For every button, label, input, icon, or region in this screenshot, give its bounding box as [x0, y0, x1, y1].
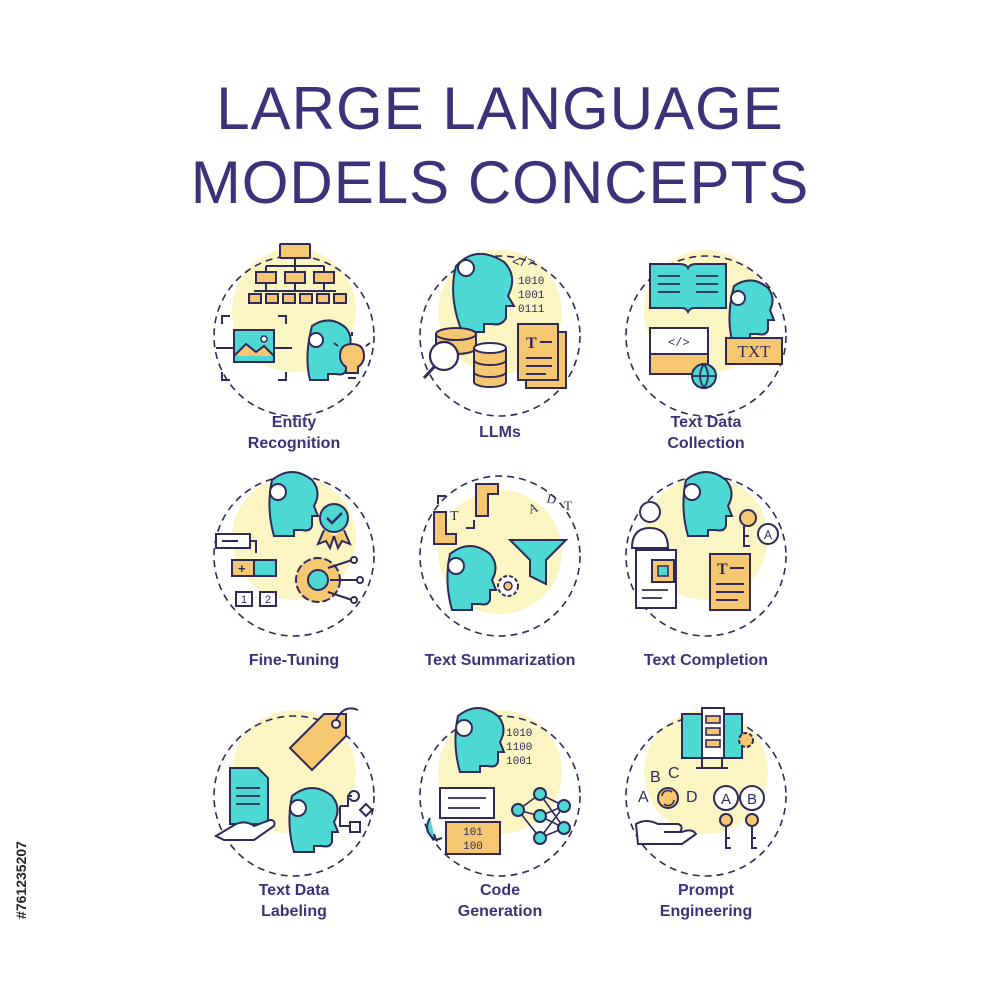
svg-text:T: T [450, 509, 459, 524]
svg-text:1001: 1001 [506, 756, 533, 768]
label-text-data-labeling: Text Data Labeling [258, 882, 330, 920]
svg-text:D: D [686, 789, 698, 806]
svg-text:B: B [650, 769, 661, 786]
fine-tuning-icon: + 1 2 [194, 456, 394, 656]
svg-text:101: 101 [463, 827, 483, 839]
svg-text:2: 2 [265, 594, 271, 606]
svg-text:1001: 1001 [518, 290, 545, 302]
svg-text:A: A [764, 528, 772, 542]
llms-icon: </> 1010 1001 0111 T [400, 236, 600, 436]
label-entity-recognition: Entity Recognition [247, 414, 341, 452]
title-line-1: LARGE LANGUAGE [216, 75, 784, 142]
svg-text:100: 100 [463, 841, 483, 853]
svg-text:0111: 0111 [518, 304, 545, 316]
prompt-engineering-icon: B C A D A B [606, 696, 806, 896]
text-completion-icon: A T [606, 456, 806, 656]
image-id-text: #761235207 [13, 841, 29, 919]
code-generation-icon: 1010 1100 1001 101 100 [400, 696, 600, 896]
svg-text:1: 1 [241, 594, 247, 606]
svg-text:+: + [238, 561, 246, 576]
svg-text:1100: 1100 [506, 742, 532, 754]
svg-text:</>: </> [512, 255, 536, 270]
label-text-summarization: Text Summarization [424, 652, 576, 669]
label-code-generation: Code Generation [457, 882, 543, 920]
label-llms: LLMs [479, 424, 521, 441]
text-data-collection-icon: </> TXT [606, 236, 806, 436]
page-title: LARGE LANGUAGE MODELS CONCEPTS [0, 72, 1000, 220]
svg-text:T: T [564, 498, 572, 513]
svg-text:1010: 1010 [518, 276, 544, 288]
svg-text:A: A [721, 791, 731, 808]
svg-text:T: T [717, 561, 728, 578]
svg-text:A: A [638, 789, 649, 806]
svg-text:1010: 1010 [506, 728, 532, 740]
label-text-data-collection: Text Data Collection [667, 414, 745, 452]
text-summarization-icon: T A D T [400, 456, 600, 656]
svg-text:C: C [668, 765, 680, 782]
svg-text:</>: </> [668, 336, 690, 350]
label-fine-tuning: Fine-Tuning [248, 652, 340, 669]
svg-text:B: B [747, 791, 757, 808]
entity-recognition-icon [194, 236, 394, 436]
label-text-completion: Text Completion [643, 652, 769, 669]
svg-text:D: D [545, 490, 558, 507]
svg-text:TXT: TXT [737, 342, 771, 361]
title-line-2: MODELS CONCEPTS [190, 149, 810, 216]
text-data-labeling-icon [194, 696, 394, 896]
label-prompt-engineering: Prompt Engineering [659, 882, 753, 920]
svg-text:T: T [526, 335, 537, 352]
